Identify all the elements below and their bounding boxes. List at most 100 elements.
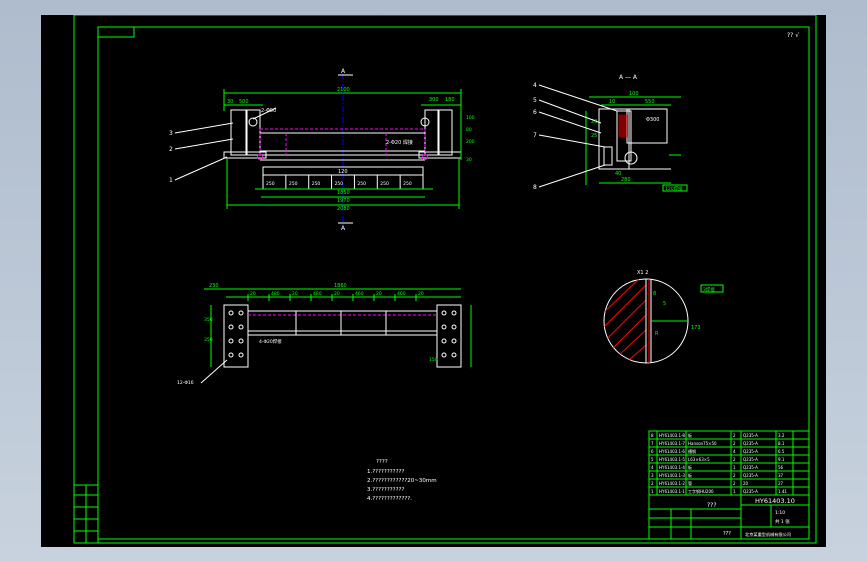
dim-left-a: 30	[227, 99, 233, 105]
parts-cell: Q235-A	[743, 457, 758, 462]
cut-mark-bottom: A	[341, 225, 346, 232]
bolt-hole	[228, 310, 234, 316]
sec-side-0: 20	[591, 119, 597, 125]
segment-dim: 250	[335, 181, 344, 187]
parts-cell: 56	[778, 465, 784, 470]
parts-cell: 板	[688, 464, 692, 470]
parts-cell: HY61403.1-4	[659, 465, 685, 470]
section-label: A — A	[619, 74, 638, 81]
parts-cell: 2	[733, 457, 736, 462]
plan-segment-dim: 20	[292, 291, 298, 297]
parts-cell: 1.41	[778, 489, 787, 494]
bolt-hole	[441, 352, 447, 358]
bolt-hole	[228, 352, 234, 358]
sec-dim-3: 280	[621, 177, 631, 183]
plan-hole-note: 12-Φ16	[177, 380, 194, 386]
front-view: 2100 30 500 300 180 A A 1	[169, 68, 475, 232]
sec-leader-7: 7	[533, 132, 537, 139]
parts-cell: Hanson75×50	[688, 441, 717, 446]
parts-cell: 2	[733, 441, 736, 446]
leader-3: 3	[169, 130, 173, 137]
company: 北京某重型机械有限公司	[745, 531, 791, 538]
dim-1850: 1850	[337, 190, 350, 196]
parts-cell: 1	[651, 489, 654, 494]
sec-dim-2: 550	[645, 99, 655, 105]
sec-leader-8: 8	[533, 184, 537, 191]
parts-cell: 9.1	[778, 457, 785, 462]
outer-border	[73, 15, 817, 544]
parts-cell: 工字钢HU200	[688, 488, 714, 494]
detail-label: X1 2	[637, 270, 648, 276]
detail-tag: 3焊接	[703, 286, 715, 293]
plan-side-2: 150	[429, 357, 438, 363]
leader-1: 1	[169, 177, 173, 184]
plan-dim-left: 230	[209, 283, 219, 289]
parts-cell: 2	[733, 481, 736, 486]
dim-right-b: 180	[445, 97, 455, 103]
parts-cell: HY61403.1-7	[659, 441, 685, 446]
bolt-hole	[238, 352, 244, 358]
note-4: 4.?????????????.	[367, 496, 412, 502]
material: Φ300	[646, 117, 659, 123]
parts-cell: 27	[778, 481, 784, 486]
segment-dim: 250	[403, 181, 412, 187]
sec-tag: 120焊接	[665, 185, 683, 192]
parts-cell: Q235-A	[743, 449, 758, 454]
detail-dim-1: 5	[663, 301, 666, 307]
parts-cell: 3.2	[778, 433, 785, 438]
cad-sheet: ?? √ 2100 30 500 300 180 A A	[73, 15, 817, 544]
bolt-hole	[228, 338, 234, 344]
sec-leader-4: 4	[533, 82, 537, 89]
plan-segment-dim: 460	[355, 291, 364, 297]
parts-cell: 7	[651, 441, 654, 446]
drawing-viewport[interactable]: ?? √ 2100 30 500 300 180 A A	[41, 15, 826, 547]
corner-mark: ?? √	[787, 32, 799, 39]
parts-cell: L63×63×5	[688, 457, 710, 462]
scale: 1:10	[775, 510, 785, 516]
drawing-name: ???	[707, 502, 717, 509]
bolt-hole	[451, 352, 457, 358]
bolt-hole	[451, 324, 457, 330]
left-strip	[73, 484, 99, 544]
parts-cell: 6.5	[778, 449, 785, 454]
plan-dim-top: 1860	[334, 283, 347, 289]
parts-cell: 20	[743, 481, 749, 486]
dim-right-a: 300	[429, 97, 439, 103]
bolt-hole	[238, 310, 244, 316]
plan-side-1: 350	[204, 337, 213, 343]
plan-segment-dim: 20	[334, 291, 340, 297]
bolt-hole	[441, 310, 447, 316]
parts-cell: Q235-A	[743, 441, 758, 446]
plan-segment-dim: 20	[250, 291, 256, 297]
parts-cell: Q235-A	[743, 473, 758, 478]
sec-leader-5: 5	[533, 97, 537, 104]
detail-dim-2: R	[655, 331, 659, 337]
segment-dim: 250	[289, 181, 298, 187]
parts-cell: Q235-A	[743, 489, 758, 494]
parts-cell: 37	[778, 473, 784, 478]
bolt-hole	[238, 338, 244, 344]
leader-2: 2	[169, 146, 173, 153]
sheet-count: 共 1 张	[775, 518, 790, 525]
parts-cell: 8	[651, 433, 654, 438]
plan-segment-dim: 480	[313, 291, 322, 297]
parts-cell: 2	[733, 473, 736, 478]
cut-mark-top: A	[341, 68, 346, 75]
sec-side-1: 25	[591, 133, 597, 139]
plan-segment-dim: 460	[397, 291, 406, 297]
note-2: 2.????????????20~30mm	[367, 478, 437, 484]
parts-cell: 板	[688, 472, 692, 478]
parts-cell: HY61403.1-2	[659, 481, 685, 486]
sec-dim-1: 10	[609, 99, 615, 105]
weld-note: 2-Φ20 焊接	[386, 139, 413, 146]
detail-dim-0: 8	[653, 291, 656, 297]
plan-segment-dim: 480	[271, 291, 280, 297]
note-1: 1.???????????	[367, 469, 404, 475]
bolt-hole	[238, 324, 244, 330]
parts-cell: HY61403.1-8	[659, 433, 685, 438]
parts-cell: 4	[733, 449, 736, 454]
side-dim-3: 30	[466, 157, 472, 163]
